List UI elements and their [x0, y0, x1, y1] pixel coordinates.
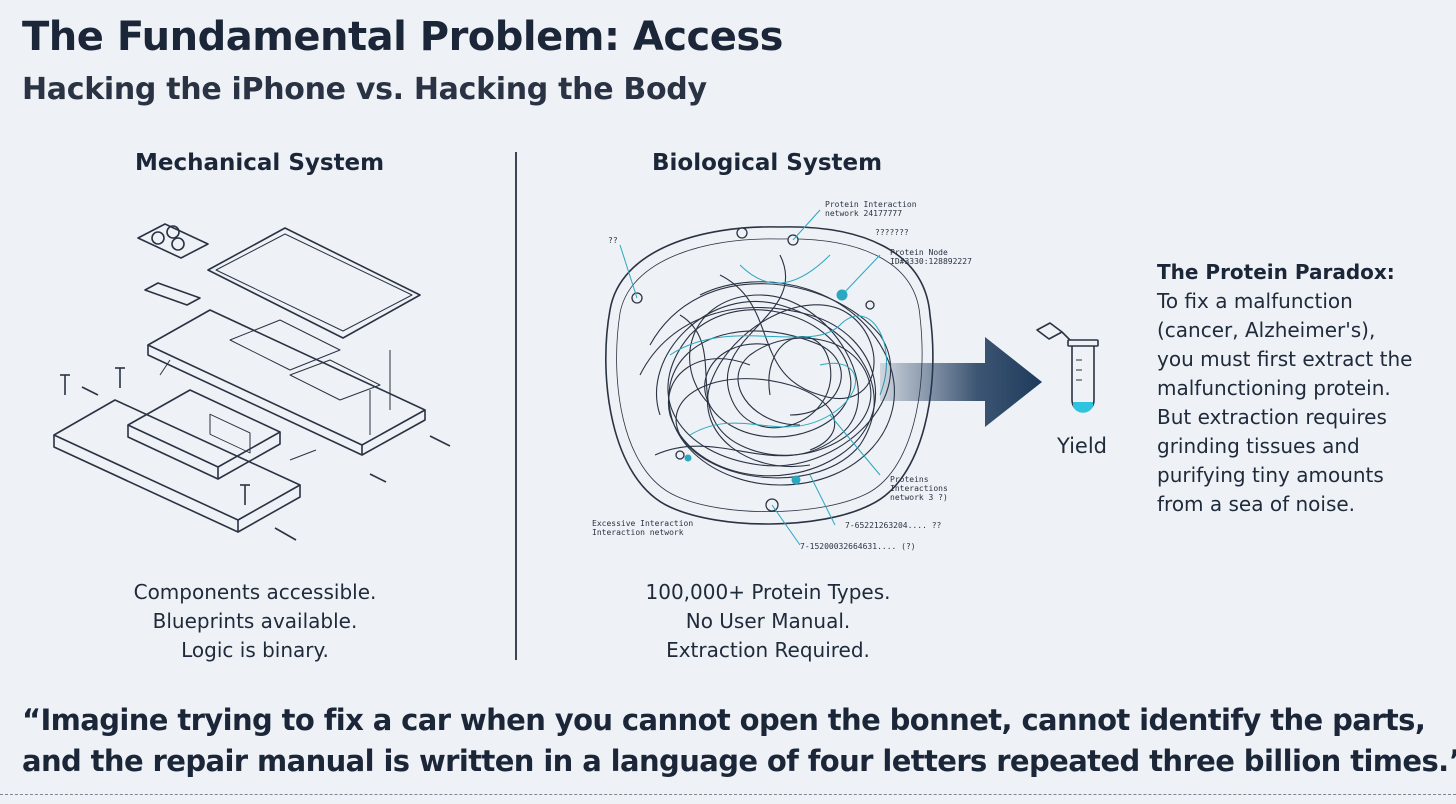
annotation-label: ?? [608, 236, 618, 245]
exploded-phone-illustration [53, 223, 451, 541]
mechanical-caption-line: Logic is binary. [181, 638, 329, 662]
annotation-label: 7-15200032664631.... (?) [800, 542, 916, 551]
protein-paradox-heading: The Protein Paradox: [1157, 260, 1395, 284]
paradox-line: you must first extract the [1157, 347, 1413, 371]
biological-caption: 100,000+ Protein Types. No User Manual. … [618, 578, 918, 665]
annotation-label: network 3 ?) [890, 493, 948, 502]
quote-line: and the repair manual is written in a la… [22, 744, 1456, 778]
yield-label: Yield [1057, 434, 1107, 458]
mechanical-caption: Components accessible. Blueprints availa… [105, 578, 405, 665]
biological-caption-line: 100,000+ Protein Types. [645, 580, 891, 604]
mechanical-caption-line: Components accessible. [133, 580, 377, 604]
annotation-label: ID#3330:128892227 [890, 257, 972, 266]
paradox-line: (cancer, Alzheimer's), [1157, 318, 1376, 342]
bottom-dashed-rule [0, 794, 1456, 795]
test-tube-icon [1036, 322, 1099, 413]
annotation-label: Proteins [890, 475, 929, 484]
protein-network-illustration: Protein Interaction network 24177777 ???… [592, 200, 1042, 551]
paradox-line: grinding tissues and [1157, 434, 1360, 458]
column-divider [515, 152, 517, 660]
annotation-label: ??????? [875, 228, 909, 237]
page-subtitle: Hacking the iPhone vs. Hacking the Body [22, 72, 707, 107]
quote-line: “Imagine trying to fix a car when you ca… [22, 703, 1426, 737]
biological-caption-line: No User Manual. [685, 609, 851, 633]
annotation-label: 7-65221263204.... ?? [845, 521, 942, 530]
annotation-label: Protein Interaction [825, 200, 917, 209]
closing-quote: “Imagine trying to fix a car when you ca… [22, 700, 1456, 782]
biological-caption-line: Extraction Required. [666, 638, 870, 662]
biological-heading: Biological System [652, 150, 883, 176]
paradox-line: purifying tiny amounts [1157, 463, 1384, 487]
mechanical-caption-line: Blueprints available. [152, 609, 358, 633]
annotation-label: Protein Node [890, 248, 948, 257]
paradox-line: malfunctioning protein. [1157, 376, 1391, 400]
page-title: The Fundamental Problem: Access [22, 14, 783, 60]
paradox-line: from a sea of noise. [1157, 492, 1356, 516]
mechanical-heading: Mechanical System [135, 150, 385, 176]
annotation-label: network 24177777 [825, 209, 902, 218]
paradox-line: To fix a malfunction [1157, 289, 1353, 313]
paradox-line: But extraction requires [1157, 405, 1387, 429]
annotation-label: Interactions [890, 484, 948, 493]
annotation-label: Interaction network [592, 528, 684, 537]
annotation-label: Excessive Interaction [592, 519, 693, 528]
protein-paradox-block: The Protein Paradox: To fix a malfunctio… [1157, 258, 1447, 519]
